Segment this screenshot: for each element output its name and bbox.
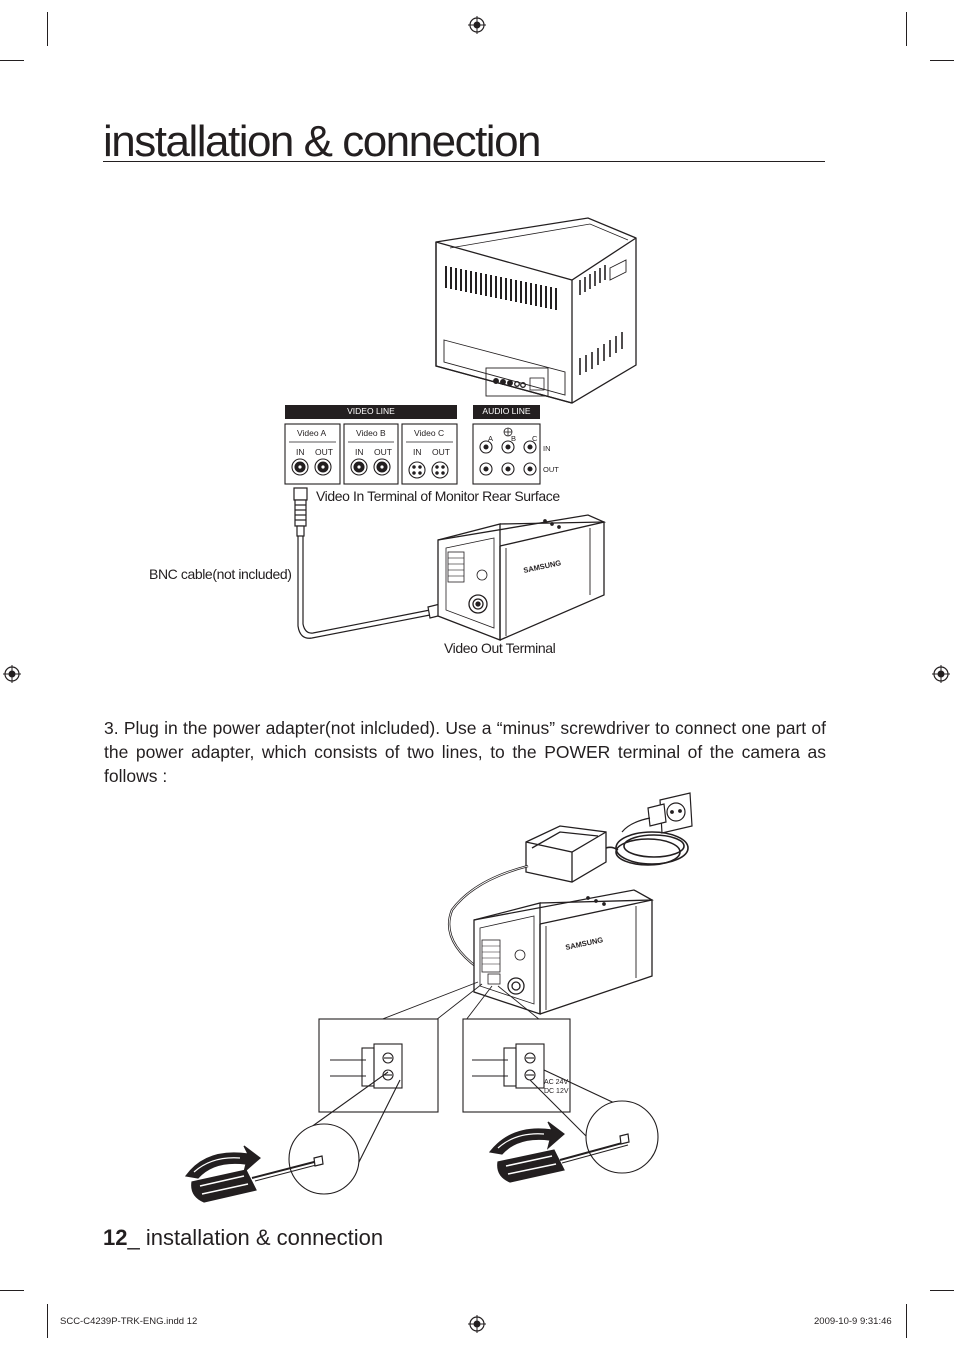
video-b-terminal: [343, 423, 399, 485]
magnifier-circle-left: [288, 1123, 360, 1195]
crop-mark: [906, 1304, 907, 1338]
power-connection-diagram: SAMSUNG: [184, 792, 693, 1203]
camera-icon: [473, 889, 654, 1015]
terminal-detail-right: [462, 1018, 571, 1113]
power-label-ac: AC 24V: [544, 1079, 569, 1086]
page-title: installation & connection: [103, 117, 542, 166]
monitor-connection-diagram: SAMSUNG: [284, 217, 637, 641]
footer-section-title: _ installation & connection: [127, 1225, 384, 1250]
crop-mark: [47, 1304, 48, 1338]
screwdriver-icon: [488, 1121, 630, 1183]
video-out-terminal-label: Video Out Terminal: [444, 640, 556, 656]
audio-line-header-bar: [473, 405, 540, 419]
bnc-cable-label: BNC cable(not included): [149, 566, 292, 582]
video-line-header-bar: [285, 405, 457, 419]
crop-mark: [930, 60, 954, 61]
page-number: 12: [103, 1225, 128, 1250]
video-a-label: Video A: [297, 428, 327, 438]
registration-mark-icon: [3, 665, 21, 683]
video-b-out-label: OUT: [374, 447, 392, 457]
video-c-label: Video C: [414, 428, 445, 438]
video-c-in-label: IN: [413, 447, 422, 457]
audio-c-label: C: [532, 434, 538, 443]
monitor-icon: [435, 217, 637, 404]
file-name-slug: SCC-C4239P-TRK-ENG.indd 12: [60, 1316, 198, 1327]
audio-in-label: IN: [543, 444, 551, 453]
terminal-detail-left: [318, 1018, 439, 1113]
crop-mark: [47, 12, 48, 46]
registration-mark-icon: [932, 665, 950, 683]
audio-a-label: A: [488, 434, 494, 443]
crop-mark: [930, 1290, 954, 1291]
step-3-instruction: 3. Plug in the power adapter(not inlclud…: [104, 718, 826, 786]
footer-page-title: 12_ installation & connection: [103, 1225, 383, 1251]
video-a-in-label: IN: [296, 447, 305, 457]
video-a-out-label: OUT: [315, 447, 333, 457]
registration-mark-icon: [468, 16, 486, 34]
power-cord-icon: [605, 831, 689, 866]
power-adapter-icon: [525, 825, 607, 883]
video-b-label: Video B: [356, 428, 386, 438]
video-a-terminal: [284, 423, 341, 485]
video-c-out-label: OUT: [432, 447, 450, 457]
crop-mark: [0, 1290, 24, 1291]
wall-socket-icon: [621, 792, 693, 834]
monitor-terminal-label: Video In Terminal of Monitor Rear Surfac…: [316, 488, 560, 504]
camera-icon: [437, 514, 607, 641]
camera-brand-2: SAMSUNG: [565, 935, 605, 952]
power-label-dc: DC 12V: [544, 1088, 569, 1095]
video-line-header: VIDEO LINE: [347, 406, 395, 416]
audio-out-label: OUT: [543, 465, 559, 474]
screwdriver-icon: [184, 1145, 324, 1203]
crop-mark: [0, 60, 24, 61]
timestamp-slug: 2009-10-9 9:31:46: [814, 1316, 892, 1327]
video-c-terminal: [401, 423, 458, 485]
crop-mark: [906, 12, 907, 46]
title-rule: [103, 161, 825, 162]
registration-mark-icon: [468, 1315, 486, 1333]
video-b-in-label: IN: [355, 447, 364, 457]
audio-b-label: B: [511, 434, 517, 443]
audio-line-header: AUDIO LINE: [482, 406, 531, 416]
audio-line-terminal: [472, 423, 541, 485]
